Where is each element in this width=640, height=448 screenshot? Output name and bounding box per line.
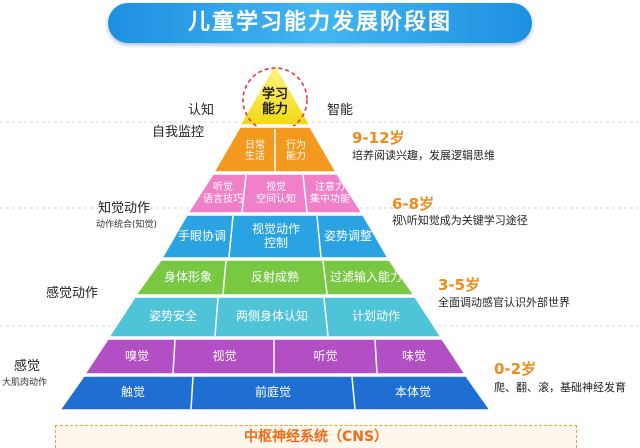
- label-perceptual-action-sub: 动作统合(知觉): [96, 220, 158, 230]
- cell-touch: 触觉: [120, 385, 145, 400]
- cell-posture-safety: 姿势安全: [148, 309, 197, 324]
- label-cognition: 认知: [188, 103, 215, 118]
- stage-desc-0-2: 爬、翻、滚，基础神经发育: [494, 381, 626, 394]
- cell-proprioception: 本体觉: [394, 385, 431, 400]
- stage-age-0-2: 0-2岁: [494, 360, 537, 378]
- apex-label: 学习 能力: [261, 87, 288, 117]
- cell-reflex-maturity: 反射成熟: [250, 269, 299, 284]
- cell-vision: 视觉: [212, 348, 237, 363]
- label-sensation: 感觉: [14, 359, 41, 374]
- cns-label: 中枢神经系统（CNS）: [243, 429, 389, 445]
- level-7-band: [58, 375, 492, 411]
- cell-input-filter: 过滤输入能力: [329, 269, 402, 284]
- cell-auditory-language: 听觉 语言技巧: [203, 182, 243, 205]
- stage-age-9-12: 9-12岁: [352, 129, 405, 147]
- stage-age-6-8: 6-8岁: [392, 195, 435, 213]
- level-6-band: [83, 338, 467, 375]
- cell-hearing: 听觉: [313, 348, 338, 363]
- page-title: 儿童学习能力发展阶段图: [187, 10, 452, 35]
- cell-motor-planning: 计划动作: [351, 309, 400, 324]
- cell-bilateral-awareness: 两侧身体认知: [235, 309, 308, 324]
- cell-visual-spatial: 视觉 空间认知: [256, 182, 296, 205]
- title-banner: 儿童学习能力发展阶段图: [108, 3, 532, 43]
- cell-attention: 注意力 集中功能: [310, 182, 350, 205]
- level-4-band: [134, 259, 416, 296]
- level-3-band: [160, 214, 390, 259]
- header: 儿童学习能力发展阶段图: [0, 0, 640, 48]
- stage-desc-3-5: 全面调动感官认识外部世界: [438, 296, 570, 309]
- label-perceptual-action: 知觉动作: [98, 201, 151, 216]
- cell-behavior-ability: 行为 能力: [286, 139, 306, 163]
- cns-base-box: 中枢神经系统（CNS）: [55, 425, 577, 448]
- cell-body-image: 身体形象: [163, 269, 212, 284]
- cell-vestibular: 前庭觉: [254, 385, 291, 400]
- cell-taste: 味觉: [401, 348, 426, 363]
- level-2-band: [186, 173, 364, 214]
- label-sensation-sub: 大肌肉动作: [2, 378, 48, 388]
- pyramid-apex: [238, 62, 312, 126]
- cell-visual-motor: 视觉动作 控制: [251, 221, 300, 250]
- level-5-band: [107, 296, 443, 338]
- cell-hand-eye: 手眼协调: [177, 228, 226, 243]
- stage-age-3-5: 3-5岁: [438, 276, 481, 294]
- cell-daily-life: 日常 生活: [245, 139, 265, 163]
- label-self-monitor: 自我监控: [152, 125, 205, 140]
- label-sensory-action: 感觉动作: [46, 286, 99, 301]
- stage-desc-6-8: 视\听知觉成为关键学习途径: [392, 214, 528, 227]
- cell-smell: 嗅觉: [124, 348, 149, 363]
- cell-posture-adjust: 姿势调整: [323, 228, 372, 243]
- stage-desc-9-12: 培养阅读兴趣，发展逻辑思维: [352, 149, 495, 162]
- label-intelligence: 智能: [327, 103, 354, 118]
